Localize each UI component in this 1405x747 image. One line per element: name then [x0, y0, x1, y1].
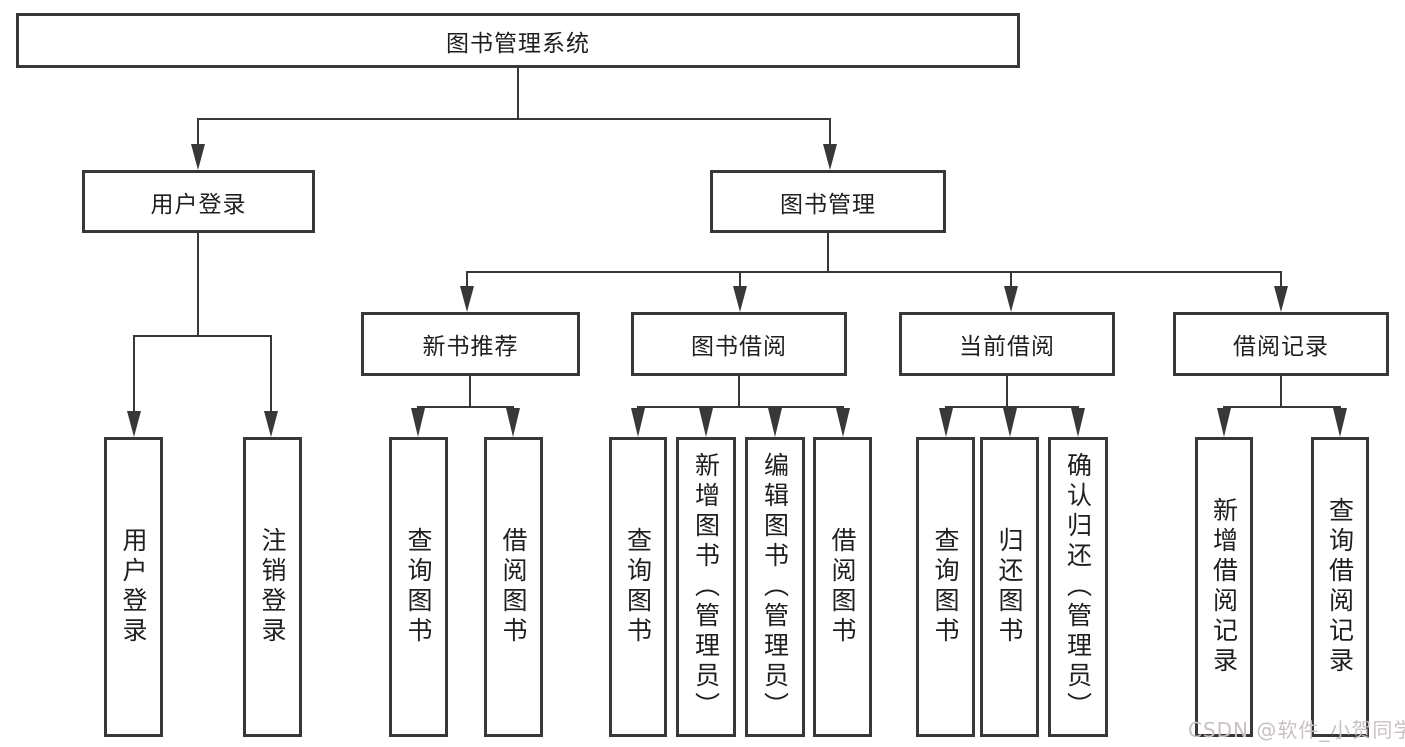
leaf-add-borrow-record: 新增借阅记录 [1195, 437, 1253, 737]
connector-vline [133, 335, 135, 413]
leaf-query-borrow-record: 查询借阅记录 [1311, 437, 1369, 737]
arrowhead-icon [506, 408, 520, 437]
arrowhead-icon [191, 144, 205, 170]
leaf-logout-label: 注销登录 [258, 527, 287, 647]
node-book-borrow-label: 图书借阅 [691, 334, 787, 360]
leaf-add-borrow-record-label: 新增借阅记录 [1209, 497, 1239, 677]
node-borrow-records-label: 借阅记录 [1233, 334, 1329, 360]
node-user-login: 用户登录 [82, 170, 315, 233]
connector-vline [466, 271, 468, 291]
arrowhead-icon [411, 408, 425, 437]
arrowhead-icon [823, 144, 837, 170]
leaf-add-book-admin-label: 新增图书（管理员） [691, 452, 721, 722]
leaf-edit-book-admin-label: 编辑图书（管理员） [760, 452, 790, 722]
node-root: 图书管理系统 [16, 13, 1020, 68]
leaf-query-books-current: 查询图书 [916, 437, 975, 737]
connector-vline [270, 335, 272, 413]
node-book-borrow: 图书借阅 [631, 312, 847, 376]
leaf-query-books-recommend-label: 查询图书 [404, 527, 433, 647]
arrowhead-icon [1003, 408, 1017, 437]
arrowhead-icon [631, 408, 645, 437]
leaf-borrow-books-recommend-label: 借阅图书 [499, 527, 528, 647]
arrowhead-icon [1333, 408, 1347, 437]
connector-vline [1010, 271, 1012, 291]
arrowhead-icon [939, 408, 953, 437]
node-book-management-label: 图书管理 [780, 191, 876, 218]
connector-vline [1280, 271, 1282, 291]
connector-hline [417, 406, 514, 408]
node-borrow-records: 借阅记录 [1173, 312, 1389, 376]
leaf-edit-book-admin: 编辑图书（管理员） [745, 437, 805, 737]
connector-hline [945, 406, 1079, 408]
leaf-borrow-books-recommend: 借阅图书 [484, 437, 543, 737]
connector-hline [637, 406, 844, 408]
leaf-query-books-current-label: 查询图书 [931, 527, 960, 647]
watermark: CSDN @软件_小贺同学 [1188, 718, 1405, 742]
arrowhead-icon [127, 411, 141, 437]
connector-vline [197, 118, 199, 146]
leaf-query-borrow-record-label: 查询借阅记录 [1325, 497, 1355, 677]
arrowhead-icon [1217, 408, 1231, 437]
arrowhead-icon [1274, 286, 1288, 312]
leaf-user-login: 用户登录 [104, 437, 163, 737]
leaf-borrow-books: 借阅图书 [813, 437, 872, 737]
connector-hline [197, 118, 831, 120]
arrowhead-icon [768, 408, 782, 437]
connector-vline [517, 68, 519, 120]
leaf-confirm-return-admin: 确认归还（管理员） [1048, 437, 1108, 737]
arrowhead-icon [733, 286, 747, 312]
arrowhead-icon [1004, 286, 1018, 312]
leaf-query-books-borrow-label: 查询图书 [623, 527, 653, 647]
arrowhead-icon [699, 408, 713, 437]
connector-vline [829, 118, 831, 146]
leaf-add-book-admin: 新增图书（管理员） [676, 437, 736, 737]
leaf-return-book: 归还图书 [980, 437, 1039, 737]
connector-vline [827, 233, 829, 273]
arrowhead-icon [836, 408, 850, 437]
arrowhead-icon [1071, 408, 1085, 437]
leaf-query-books-recommend: 查询图书 [389, 437, 448, 737]
leaf-confirm-return-admin-label: 确认归还（管理员） [1063, 452, 1093, 722]
connector-vline [469, 376, 471, 408]
node-root-label: 图书管理系统 [446, 30, 590, 57]
connector-hline [1223, 406, 1341, 408]
node-new-book-recommend: 新书推荐 [361, 312, 580, 376]
leaf-logout: 注销登录 [243, 437, 302, 737]
node-user-login-label: 用户登录 [150, 191, 247, 218]
leaf-query-books-borrow: 查询图书 [609, 437, 667, 737]
arrowhead-icon [460, 286, 474, 312]
connector-vline [197, 233, 199, 337]
connector-hline [133, 335, 272, 337]
leaf-borrow-books-label: 借阅图书 [828, 527, 857, 647]
connector-vline [739, 271, 741, 291]
connector-vline [1006, 376, 1008, 408]
node-current-borrow-label: 当前借阅 [959, 334, 1055, 360]
connector-vline [738, 376, 740, 408]
arrowhead-icon [264, 411, 278, 437]
leaf-user-login-label: 用户登录 [119, 527, 148, 647]
leaf-return-book-label: 归还图书 [995, 527, 1024, 647]
connector-hline [466, 271, 1282, 273]
node-new-book-recommend-label: 新书推荐 [422, 334, 519, 360]
connector-vline [1280, 376, 1282, 408]
node-current-borrow: 当前借阅 [899, 312, 1115, 376]
node-book-management: 图书管理 [710, 170, 946, 233]
